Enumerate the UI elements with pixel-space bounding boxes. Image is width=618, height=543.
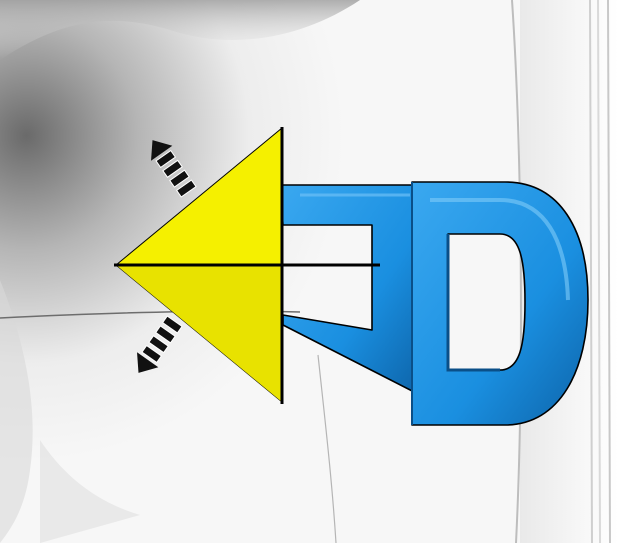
clip-body — [279, 181, 589, 426]
arrow-up-left-icon — [151, 140, 197, 198]
arrow-down-left-icon — [137, 315, 183, 373]
clip-head — [114, 126, 380, 404]
